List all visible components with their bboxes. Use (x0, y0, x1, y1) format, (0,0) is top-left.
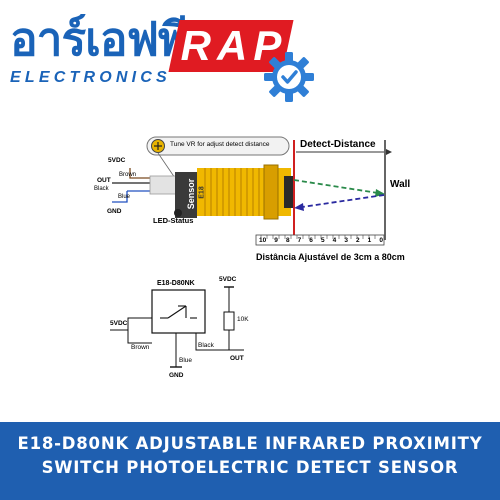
return-arrowhead (294, 203, 304, 211)
ruler-tick-label: 8 (285, 237, 290, 244)
out-label: OUT (97, 177, 111, 184)
ruler-tick-label: 3 (344, 237, 348, 244)
footer-banner (0, 422, 500, 500)
schematic-vdc-left: 5VDC (110, 320, 128, 327)
logo-thai-name: อาร์เอฟพี (10, 12, 188, 66)
vdc-label: 5VDC (108, 157, 126, 164)
switch-symbol (160, 305, 197, 319)
sensor-back (175, 172, 197, 218)
sensor-model-label: E18 (198, 186, 206, 199)
sensor-label: Sensor (186, 178, 196, 210)
schematic-blue-label: Blue (179, 357, 193, 364)
schematic-model-label: E18-D80NK (157, 280, 195, 287)
ruler-tick-label: 5 (320, 237, 325, 244)
sensor-diagram (110, 136, 392, 368)
ruler-tick-label: 7 (297, 237, 302, 244)
schematic-black-label: Black (198, 342, 214, 349)
ruler-tick-label: 10 (259, 237, 267, 244)
logo-brand: RAP (180, 22, 288, 69)
led-status-label: LED-Status (153, 216, 194, 225)
resistor-symbol (223, 311, 235, 331)
adjust-knob-icon (151, 139, 165, 153)
schematic-brown-label: Brown (131, 344, 150, 351)
emit-beam (293, 179, 379, 194)
brown-wire (127, 317, 152, 344)
gnd-label: GND (107, 208, 122, 215)
note-pointer (157, 152, 176, 179)
ruler-minor-ticks (260, 235, 376, 239)
ruler-tick-label: 4 (332, 237, 337, 244)
return-beam (301, 194, 385, 208)
wall-label: Wall (390, 179, 411, 190)
product-title-line2: SWITCH PHOTOELECTRIC DETECT SENSOR (41, 458, 459, 477)
schematic-gnd-label: GND (169, 372, 184, 379)
ruler-tick-label: 0 (379, 237, 383, 244)
cable-sheath (149, 175, 179, 195)
ruler-tick-labels: 10 9 8 7 6 5 4 3 2 1 0 (259, 237, 383, 244)
logo-subtitle: ELECTRONICS (10, 69, 171, 86)
sensor-threads (204, 168, 260, 216)
detect-distance-label: Detect-Distance (300, 139, 376, 150)
resistor-label: 10K (237, 316, 249, 323)
emit-arrowhead (375, 189, 385, 197)
ruler-tick-label: 2 (355, 237, 360, 244)
schematic-out-label: OUT (230, 355, 244, 362)
range-caption: Distância Ajustável de 3cm a 80cm (256, 252, 405, 262)
ruler (255, 234, 385, 246)
ruler-tick-label: 6 (309, 237, 313, 244)
sensor-nut (263, 164, 279, 220)
sensor-lens (284, 176, 293, 208)
ruler-tick-label: 9 (274, 237, 278, 244)
product-title-line1: E18-D80NK ADJUSTABLE INFRARED PROXIMITY (17, 434, 483, 453)
ruler-tick-label: 1 (367, 237, 372, 244)
black-wire (195, 333, 244, 351)
blue-label: Blue (118, 194, 131, 200)
gear-check-icon (264, 52, 314, 102)
tune-note: Tune VR for adjust detect distance (170, 141, 270, 148)
brown-label: Brown (119, 172, 137, 178)
black-label: Black (94, 186, 109, 192)
led-indicator (174, 209, 182, 217)
tune-note-box (146, 136, 290, 156)
schematic-vdc-right: 5VDC (219, 276, 237, 283)
